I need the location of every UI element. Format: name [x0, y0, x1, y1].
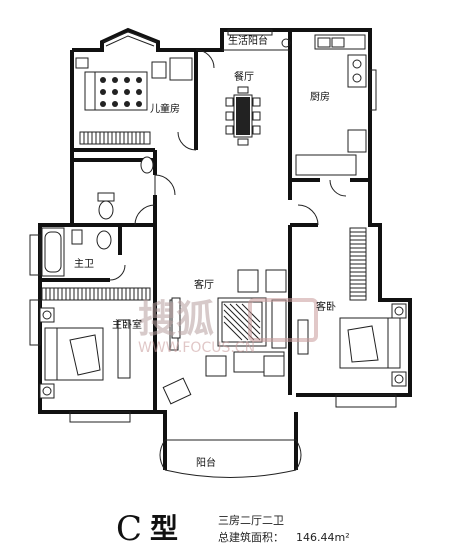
kids-room-furniture [75, 57, 193, 145]
room-labels: 生活阳台 餐厅 厨房 儿童房 主卫 客厅 客卧 主卧室 阳台 [74, 34, 336, 469]
watermark-brand: 搜狐 [138, 297, 214, 341]
label-guest-room: 客卧 [316, 300, 336, 313]
label-balcony: 阳台 [196, 456, 216, 469]
living-furniture [162, 269, 287, 405]
master-bedroom-furniture [39, 287, 151, 399]
label-master-bath: 主卫 [74, 258, 94, 270]
middle-bath-fixtures [97, 156, 154, 220]
watermark: 搜狐 WWW.FOCUS.CN [138, 297, 318, 356]
balcony-bottom [159, 439, 302, 478]
label-master-bedroom: 主卧室 [112, 318, 142, 331]
kitchen-fixtures [295, 34, 367, 176]
service-balcony [222, 38, 291, 51]
label-living: 客厅 [194, 278, 214, 291]
plan-type-letter: C [116, 509, 142, 549]
label-service-balcony: 生活阳台 [228, 34, 268, 47]
guest-room-furniture [297, 227, 407, 387]
label-dining: 餐厅 [234, 70, 254, 83]
window-bays [29, 29, 397, 423]
label-kids-room: 儿童房 [150, 102, 180, 115]
watermark-box [248, 298, 318, 342]
plan-caption: C 型 三房二厅二卫 总建筑面积： 146.44m² [116, 509, 350, 549]
label-kitchen: 厨房 [310, 90, 330, 103]
dining-table [225, 86, 261, 146]
doors [109, 49, 347, 281]
plan-area-label: 总建筑面积： [218, 530, 284, 544]
plan-layout: 三房二厅二卫 [218, 514, 284, 527]
plan-area-value: 146.44m² [296, 531, 350, 544]
master-bath-fixtures [41, 227, 112, 277]
plan-type-suffix: 型 [150, 512, 178, 545]
watermark-site: WWW.FOCUS.CN [138, 340, 255, 356]
